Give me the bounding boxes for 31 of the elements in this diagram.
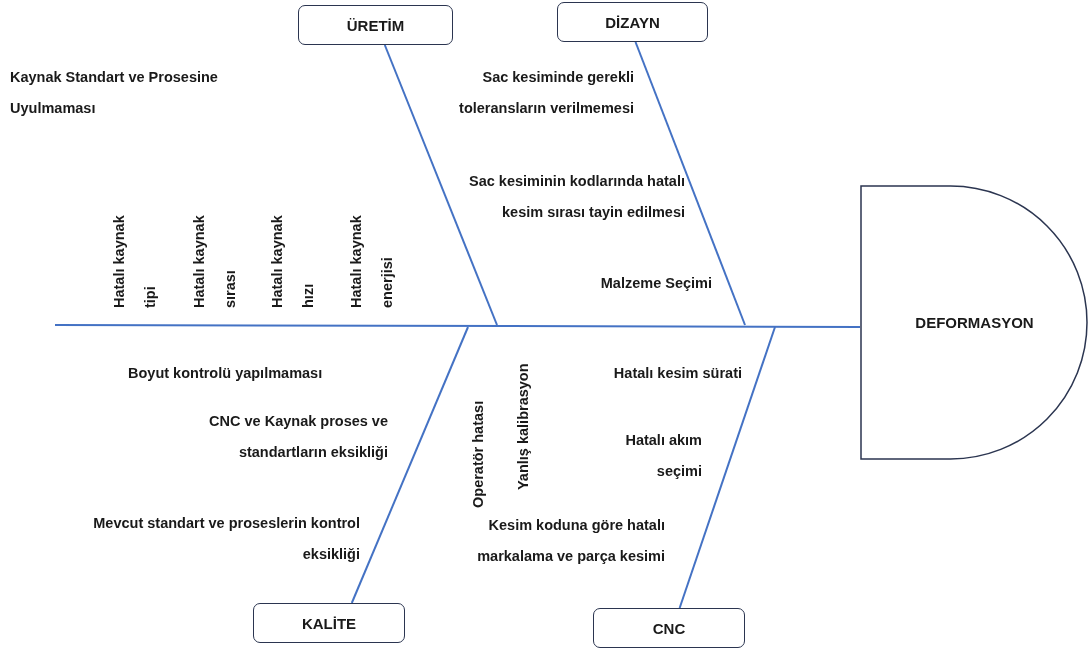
cause-label: Kaynak Standart ve Prosesine Uyulmaması [10, 68, 219, 118]
cause-label: Hatalı kaynak enerjisi [347, 214, 396, 308]
cause-label: Operatör hatası [469, 399, 487, 508]
cause-label: Hatalı kesim sürati [612, 364, 742, 383]
branch-line [350, 326, 469, 604]
category-label: CNC [652, 619, 686, 637]
fish-head-shape [860, 185, 1089, 460]
branch-line [678, 326, 776, 609]
cause-label: Malzeme Seçimi [599, 274, 712, 293]
category-label: ÜRETİM [346, 16, 405, 34]
branch-line [383, 44, 498, 326]
branch-line [634, 41, 746, 326]
category-label: DEFORMASYON [915, 314, 1034, 331]
cause-label: Kesim koduna göre hatalı markalama ve parça kesimi [476, 516, 665, 566]
category-label: KALİTE [301, 614, 357, 632]
cause-label: CNC ve Kaynak proses ve standartların eksikliği [208, 412, 388, 462]
category-box [253, 603, 405, 643]
cause-label: Mevcut standart ve proseslerin kontrol eksikliği [92, 514, 360, 564]
cause-label: Sac kesiminin kodlarında hatalı kesim sırası tayin edilmesi [468, 172, 685, 222]
category-box [593, 608, 745, 648]
spine-line [54, 324, 861, 328]
cause-label: Yanlış kalibrasyon [514, 362, 532, 490]
category-box [298, 5, 453, 45]
category-label: DİZAYN [605, 13, 660, 31]
category-box [557, 2, 708, 42]
cause-label: Hatalı akım seçimi [624, 431, 702, 481]
cause-label: Hatalı kaynak sırası [190, 214, 239, 308]
cause-label: Hatalı kaynak hızı [268, 214, 317, 308]
cause-label: Boyut kontrolü yapılmaması [128, 364, 324, 383]
cause-label: Sac kesiminde gerekli toleransların verilmemesi [458, 68, 634, 118]
cause-label: Hatalı kaynak tipi [110, 214, 159, 308]
